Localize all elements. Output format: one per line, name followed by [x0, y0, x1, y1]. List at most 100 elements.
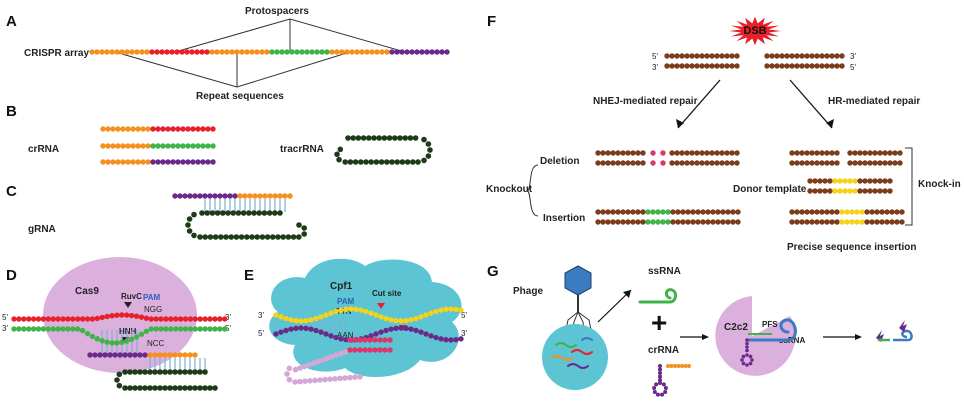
- dna-bead: [847, 160, 853, 166]
- array-bead: [374, 49, 380, 55]
- array-bead: [389, 49, 395, 55]
- cas9-target-strand-bead: [114, 312, 120, 318]
- dna-bead: [650, 219, 656, 225]
- dna-bead: [857, 160, 863, 166]
- cas9-scaffold-bead: [162, 369, 168, 375]
- grna-bead: [227, 193, 233, 199]
- array-bead: [434, 49, 440, 55]
- dna-bead: [700, 209, 706, 215]
- donor-bead: [837, 178, 843, 184]
- dna-bead: [690, 219, 696, 225]
- grna-scaffold-bead: [218, 234, 224, 240]
- array-bead: [259, 49, 265, 55]
- cas9-scaffold-bead: [187, 385, 193, 391]
- knock-in-bracket: [905, 147, 913, 226]
- dna-bead: [814, 53, 820, 59]
- cas9-nontarget-strand-bead: [55, 326, 61, 332]
- dna-bead: [809, 53, 815, 59]
- pam-label-e: PAM: [337, 297, 355, 306]
- cas9-scaffold-bead: [152, 385, 158, 391]
- crrna-g-bead: [658, 364, 662, 368]
- cas9-scaffold-bead: [132, 385, 138, 391]
- bound-crrna-bead: [741, 361, 746, 366]
- dna-bead: [877, 150, 883, 156]
- cpf1-crrna-bead: [367, 337, 373, 343]
- grna-scaffold-bead: [256, 210, 263, 216]
- array-bead: [414, 49, 420, 55]
- dna-bead: [769, 63, 775, 69]
- dna-bead: [710, 219, 716, 225]
- grna-scaffold-bead: [301, 231, 307, 237]
- cpf1-top-strand-bead: [293, 318, 299, 324]
- cpf1-crrna-bead: [372, 337, 378, 343]
- dna-bead: [645, 209, 651, 215]
- cas9-target-strand-bead: [133, 313, 140, 319]
- cpf1-bottom-strand-bead: [293, 325, 299, 331]
- array-bead: [364, 49, 370, 55]
- dna-bead: [872, 160, 878, 166]
- dna-bead: [889, 209, 895, 215]
- dna-bead: [695, 209, 701, 215]
- cas9-grna-bead: [117, 352, 123, 358]
- grna-scaffold-bead: [280, 234, 287, 240]
- insertion-label: Insertion: [543, 213, 585, 224]
- grna-scaffold-bead: [277, 210, 283, 216]
- cas9-grna-bead: [132, 352, 138, 358]
- dna-bead: [690, 209, 696, 215]
- bound-crrna-bead: [745, 348, 749, 353]
- array-bead: [214, 49, 220, 55]
- panel-f-letter: F: [487, 13, 496, 30]
- panel-c: C gRNA: [6, 183, 307, 240]
- cpf1-bottom-strand-bead: [378, 329, 384, 335]
- cas9-scaffold-bead: [187, 369, 193, 375]
- grna-scaffold-bead: [275, 234, 281, 240]
- cpf1-top-strand-bead: [363, 308, 369, 315]
- crrna-g-bead: [660, 392, 665, 397]
- dna-bead: [734, 63, 740, 69]
- tracrrna-bead: [350, 135, 357, 141]
- crrna-bead: [155, 159, 161, 165]
- cas9-target-strand-bead: [79, 316, 86, 322]
- bound-crrna-bead: [745, 338, 749, 342]
- dna-bead: [804, 53, 810, 59]
- bound-crrna-bead: [745, 345, 749, 349]
- donor-bead: [857, 178, 863, 184]
- dna-bead: [804, 219, 810, 225]
- cpf1-bottom-strand-bead: [388, 326, 394, 332]
- crrna-bead: [160, 143, 166, 149]
- dna-bead: [620, 160, 626, 166]
- cpf1-repeat-bead: [292, 366, 299, 373]
- dna-bead: [625, 150, 631, 156]
- cas9-grna-bead: [102, 352, 108, 358]
- cas9-scaffold-bead: [114, 377, 120, 383]
- dna-bead: [894, 209, 900, 215]
- cas9-scaffold-bead: [122, 385, 128, 391]
- cpf1-top-strand-bead: [413, 315, 419, 322]
- dna-bead: [724, 53, 730, 59]
- crrna-bead: [125, 126, 131, 132]
- dna-bead: [615, 160, 621, 166]
- tracrrna-bead: [366, 135, 372, 141]
- cpf1-top-strand-bead: [368, 310, 374, 316]
- cpf1-crrna-bead: [347, 347, 353, 353]
- dna-bead: [847, 150, 853, 156]
- cas9-target-strand-bead: [45, 316, 51, 322]
- donor-bead: [862, 188, 868, 194]
- crrna-bead: [185, 159, 191, 165]
- array-bead: [209, 49, 215, 55]
- donor-bead: [812, 178, 818, 184]
- cas9-target-strand-bead: [168, 316, 174, 322]
- d-top-three-prime: 3': [225, 313, 231, 322]
- cas9-scaffold-bead: [172, 369, 178, 375]
- cpf1-bottom-strand-bead: [273, 331, 279, 337]
- tracrrna-bead: [386, 135, 393, 141]
- array-bead: [314, 49, 320, 55]
- cas9-scaffold-bead: [212, 385, 218, 391]
- dna-bead: [655, 209, 661, 215]
- crrna-bead: [115, 143, 121, 149]
- donor-bead: [877, 188, 883, 194]
- crrna-bead: [100, 159, 106, 165]
- cas9-target-strand-bead: [187, 316, 194, 322]
- dna-bead: [689, 150, 695, 156]
- crrna-bead: [185, 126, 191, 132]
